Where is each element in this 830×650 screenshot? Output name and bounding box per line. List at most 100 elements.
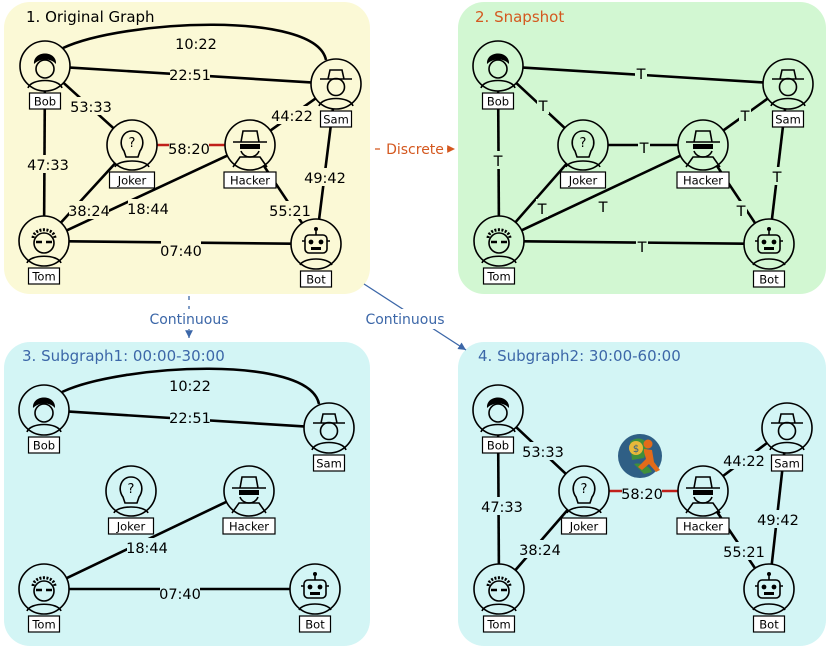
edge-label-p1-hacker-bot: 55:21 [269, 204, 311, 220]
edge-label-bg [739, 106, 751, 124]
node-label-joker: Joker [116, 520, 146, 534]
node-label-hacker: Hacker [683, 520, 723, 534]
edge-label-bg [597, 197, 609, 215]
panel-title-original: 1. Original Graph [26, 8, 155, 26]
edge-label-p1-tom-hacker: 18:44 [127, 202, 169, 218]
edge-p1-bob-tom [42, 90, 47, 217]
node-label-bob: Bob [487, 95, 509, 109]
node-p4-joker: ?Joker [558, 465, 610, 535]
node-label-box-sam [771, 110, 805, 128]
edge-label-p3-tom-hacker: 18:44 [126, 541, 168, 557]
edge-label-bg [520, 540, 560, 558]
node-label-box-sam [312, 454, 346, 472]
node-p3-bot: Bot [289, 563, 341, 633]
node-p4-sam: Sam [761, 402, 813, 472]
node-label-box-bob [481, 436, 515, 454]
node-label-tom: Tom [31, 618, 55, 632]
node-p4-hacker: Hacker [676, 465, 730, 535]
edge-label-p4-bob-tom: 47:33 [481, 500, 523, 516]
node-label-bob: Bob [34, 95, 56, 109]
node-p3-joker: ?Joker [105, 465, 157, 535]
node-label-joker: Joker [568, 174, 598, 188]
node-label-bot: Bot [305, 618, 325, 632]
edge-p2-tom-bot [523, 239, 745, 246]
edge-label-p1-joker-tom: 38:24 [68, 204, 110, 220]
edge-label-p1-tom-bot: 07:40 [160, 244, 202, 260]
discrete-label-bg [383, 139, 446, 159]
edge-label-bg [536, 199, 548, 217]
edge-label-p2-bob-sam: T [636, 67, 646, 83]
node-p1-bot: Bot [290, 218, 342, 288]
edge-label-bg [272, 106, 312, 124]
edge-label-p2-joker-hacker: T [639, 141, 649, 157]
node-label-box-joker [560, 517, 608, 535]
node-p2-tom: Tom [473, 215, 525, 285]
node-label-box-bot [752, 615, 786, 633]
edge-label-bg [71, 97, 111, 115]
node-label-box-tom [482, 267, 516, 285]
edge-label-p3-bob-sam: 22:51 [169, 411, 211, 427]
edge-label-p2-bob-tom: T [493, 154, 503, 170]
node-label-box-hacker [676, 517, 730, 535]
edge-label-bg [176, 34, 216, 52]
node-label-box-sam [319, 110, 353, 128]
edge-label-bg [128, 199, 168, 217]
edge-p1-bob-sam [62, 23, 328, 61]
edge-label-bg [724, 451, 764, 469]
edge-label-p4-joker-hacker: 58:20 [621, 487, 663, 503]
node-label-sam: Sam [775, 113, 801, 127]
node-p1-hacker: Hacker [223, 119, 277, 189]
edge-label-p1-bob-sam: 10:22 [175, 37, 217, 53]
node-p2-bob: Bob [472, 40, 524, 110]
node-label-box-tom [27, 267, 61, 285]
edge-label-bg [270, 201, 310, 219]
edge-label-bg [170, 408, 210, 426]
continuous-down-label: Continuous [149, 312, 228, 328]
edge-label-bg [305, 168, 345, 186]
edge-label-p4-hacker-bot: 55:21 [723, 545, 765, 561]
node-label-joker: Joker [117, 174, 147, 188]
node-label-box-joker [107, 517, 155, 535]
continuous-down-label-bg [141, 309, 237, 329]
edge-label-p3-tom-bot: 07:40 [159, 587, 201, 603]
node-p2-hacker: Hacker [676, 119, 730, 189]
node-label-box-tom [482, 615, 516, 633]
edge-label-bg [482, 497, 522, 515]
edge-label-bg [724, 542, 764, 560]
edge-label-p2-hacker-sam: T [740, 109, 750, 125]
edge-label-p2-hacker-bot: T [736, 204, 746, 220]
edge-label-p2-sam-bot: T [772, 170, 782, 186]
edge-label-bg [170, 65, 210, 83]
edge-label-bg [523, 442, 563, 460]
edge-label-p1-bob-sam: 22:51 [169, 68, 211, 84]
node-p3-sam: Sam [303, 402, 355, 472]
node-label-box-bot [752, 270, 786, 288]
node-label-box-bob [27, 436, 61, 454]
continuous-diag-label-bg [356, 309, 453, 329]
node-label-tom: Tom [31, 270, 55, 284]
node-p2-bot: Bot [743, 218, 795, 288]
edge-label-bg [127, 538, 167, 556]
edge-label-p4-hacker-sam: 44:22 [723, 454, 765, 470]
edge-label-bg [638, 138, 650, 156]
node-p2-joker: ?Joker [557, 119, 609, 189]
node-label-box-tom [27, 615, 61, 633]
edge-label-bg [735, 201, 747, 219]
node-label-hacker: Hacker [683, 174, 723, 188]
node-label-box-bob [28, 92, 62, 110]
node-label-sam: Sam [774, 457, 800, 471]
node-label-tom: Tom [486, 618, 510, 632]
node-p3-tom: Tom [18, 563, 70, 633]
edge-label-p1-bob-joker: 53:33 [70, 100, 112, 116]
edge-label-p1-joker-hacker: 58:20 [168, 142, 210, 158]
node-p4-bob: Bob [472, 384, 524, 454]
node-label-bot: Bot [306, 273, 326, 287]
node-label-bot: Bot [759, 273, 779, 287]
node-label-box-sam [770, 454, 804, 472]
edge-label-p2-joker-tom: T [537, 202, 547, 218]
node-p2-sam: Sam [762, 58, 814, 128]
node-label-box-bob [481, 92, 515, 110]
node-label-box-joker [559, 171, 607, 189]
